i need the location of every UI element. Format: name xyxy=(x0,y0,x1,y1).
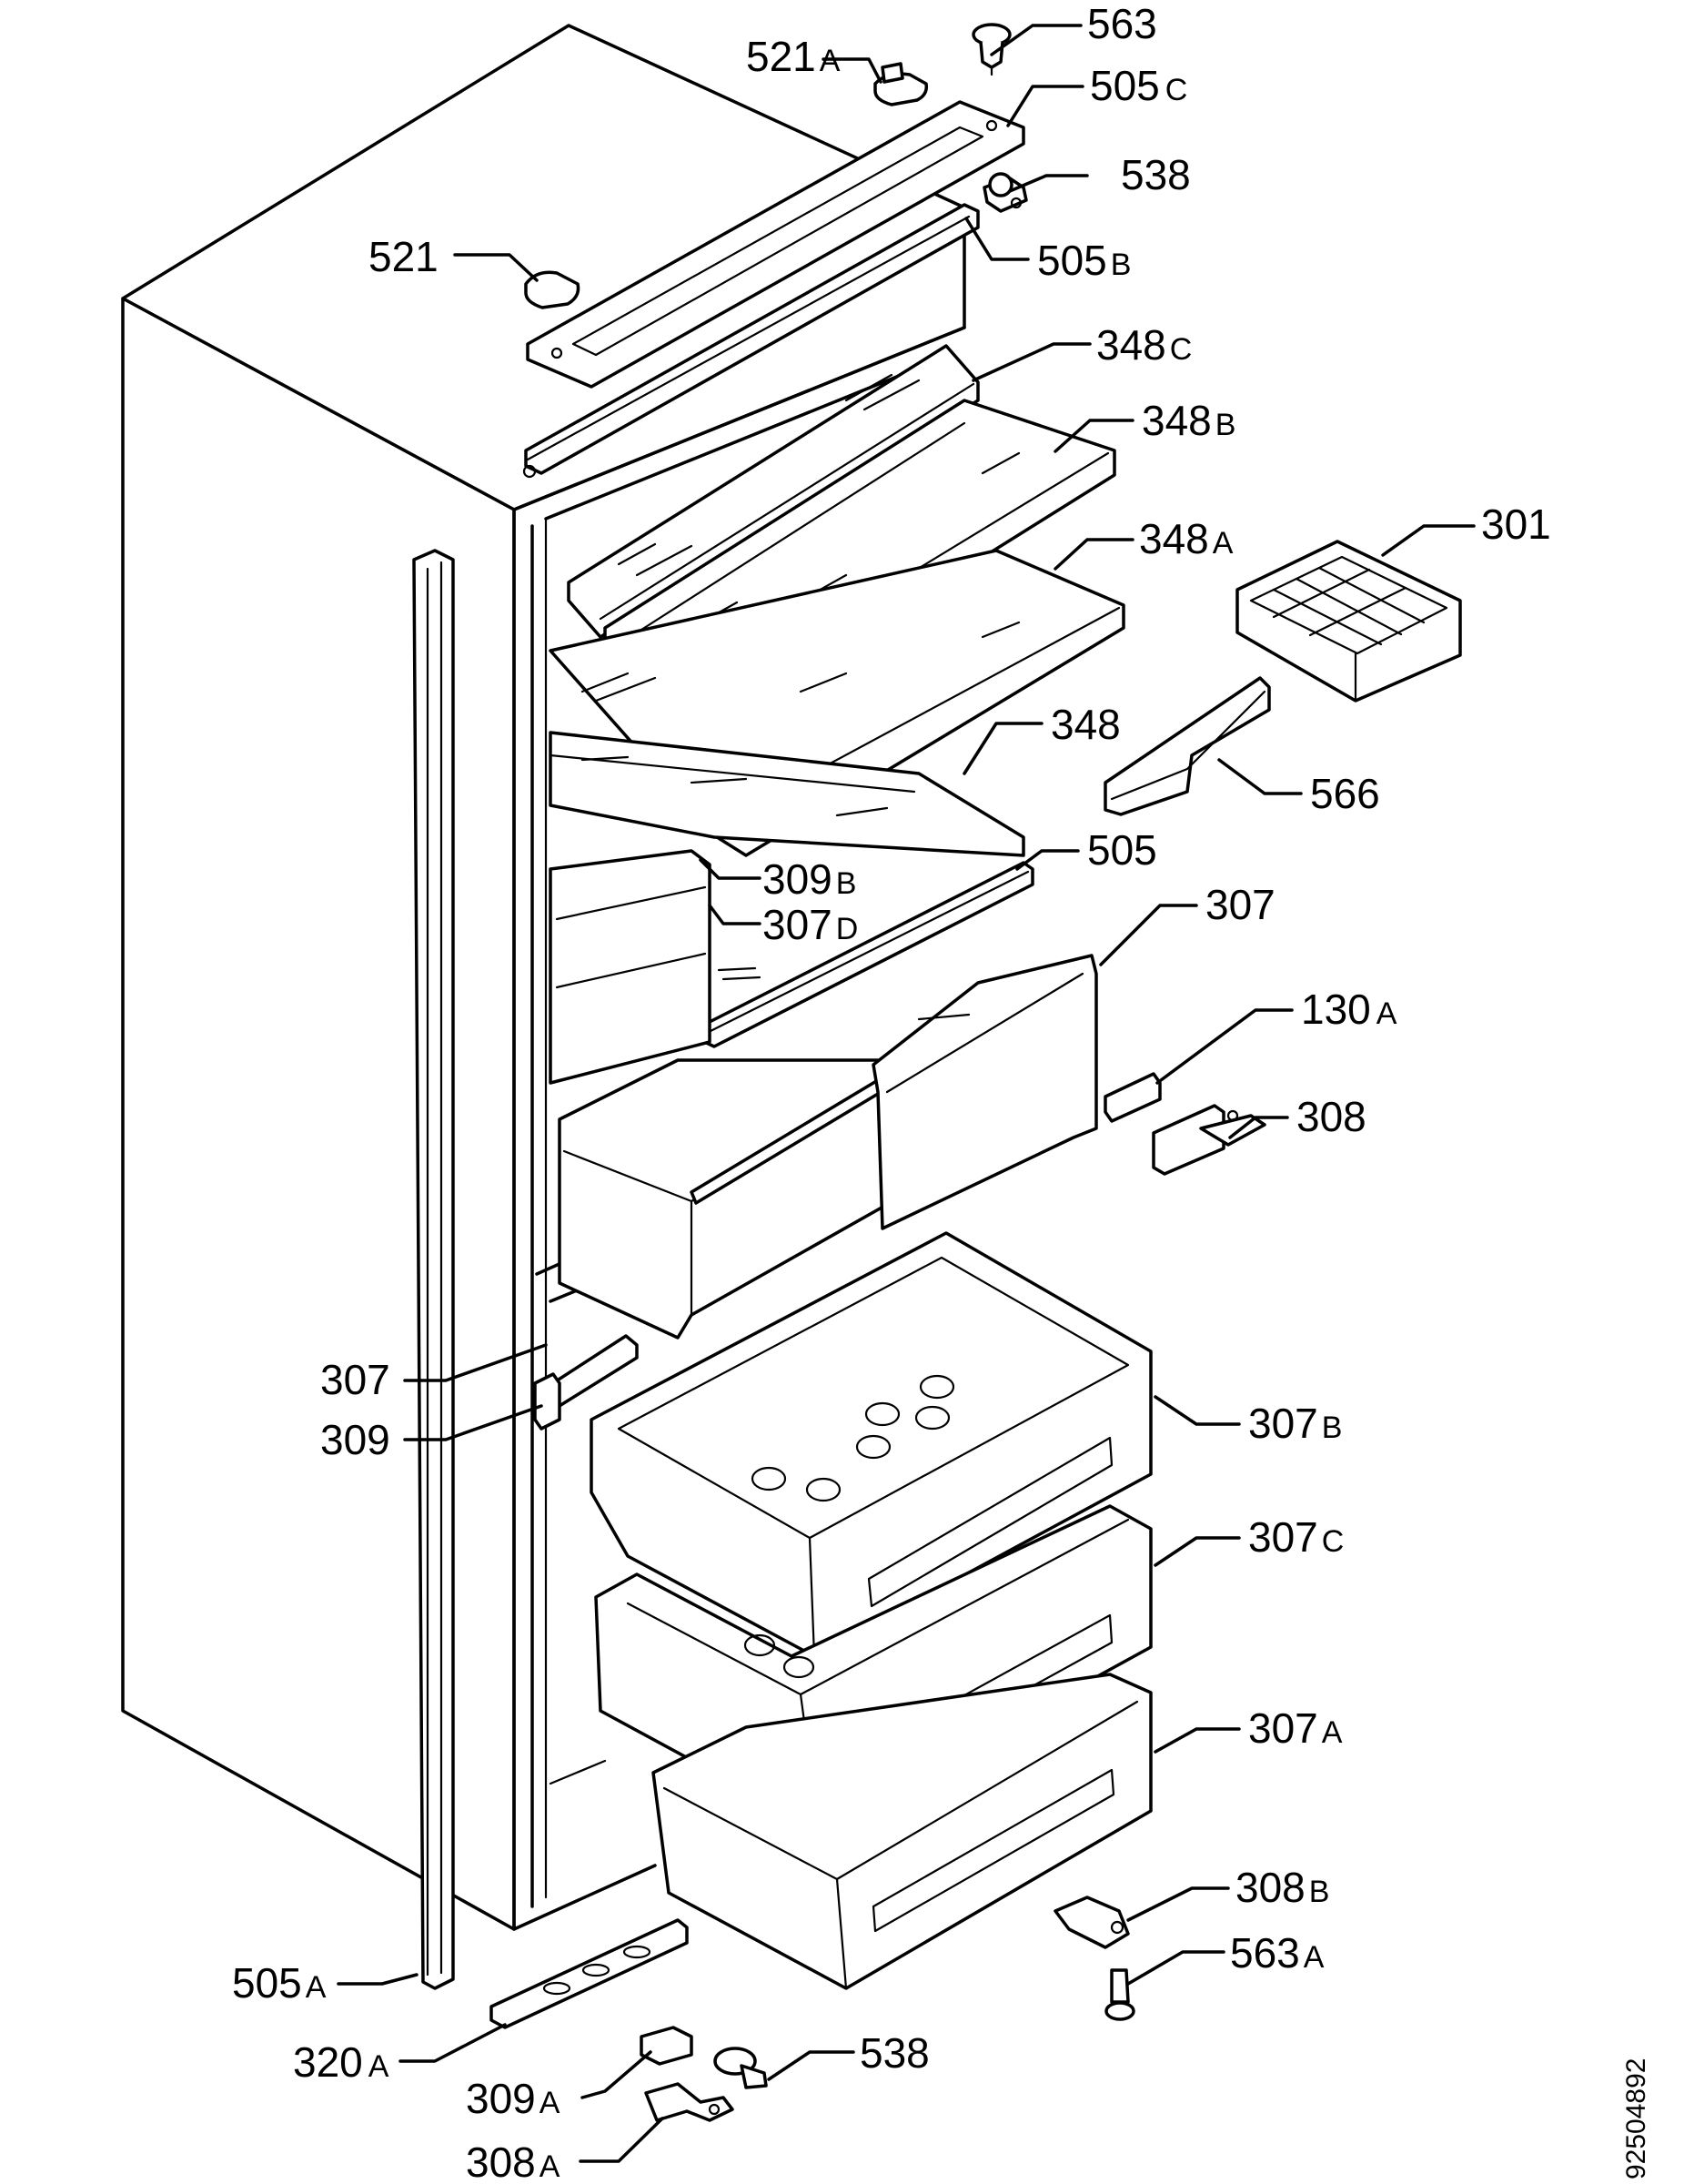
leader-lines xyxy=(337,24,1476,2163)
hinge-bracket-538-top xyxy=(983,172,1028,213)
freezer-drawer-307a xyxy=(651,1673,1153,1990)
glass-shelf-348c xyxy=(567,344,980,639)
crisper-drawer-left xyxy=(558,1058,898,1340)
cover-309a xyxy=(640,2026,693,2066)
hinge-bracket-538-bottom xyxy=(713,2047,768,2089)
hinge-pin-563 xyxy=(972,23,1012,76)
cover-cap-521 xyxy=(524,270,580,309)
label-538-top: 538 xyxy=(1121,151,1191,198)
label-307-left: 307 xyxy=(320,1356,390,1403)
ice-cube-tray xyxy=(1235,540,1462,703)
label-505: 505 xyxy=(1087,826,1157,874)
label-521: 521 xyxy=(368,233,439,280)
label-307-right: 307 xyxy=(1205,881,1275,928)
top-rail-505c xyxy=(526,100,1025,389)
label-301: 301 xyxy=(1481,500,1551,548)
label-566: 566 xyxy=(1310,770,1380,817)
label-348: 348 xyxy=(1051,701,1121,748)
bottom-hinge-rail-320a xyxy=(489,1918,689,2029)
label-308: 308 xyxy=(1296,1093,1366,1140)
glass-shelf-348 xyxy=(549,731,1025,857)
top-rail-505b xyxy=(522,203,980,479)
door-seal-strip xyxy=(412,549,455,1990)
hinge-308 xyxy=(1152,1104,1266,1176)
label-538-bottom: 538 xyxy=(860,2029,930,2077)
hinge-308b xyxy=(1054,1896,1130,1949)
label-563: 563 xyxy=(1087,0,1157,47)
ice-scraper xyxy=(1104,676,1271,816)
hinge-cover-130a xyxy=(1104,1072,1162,1123)
label-309: 309 xyxy=(320,1416,390,1463)
hinge-pin-563a xyxy=(1104,1968,1135,2021)
hinge-308a xyxy=(644,2082,734,2122)
drawing-code: 92504892 xyxy=(1621,2058,1651,2179)
small-drawer-307d xyxy=(549,849,761,1085)
cover-cap-521a xyxy=(873,62,929,106)
clip-309 xyxy=(533,1372,561,1431)
crisper-drawer-right xyxy=(872,954,1098,1230)
